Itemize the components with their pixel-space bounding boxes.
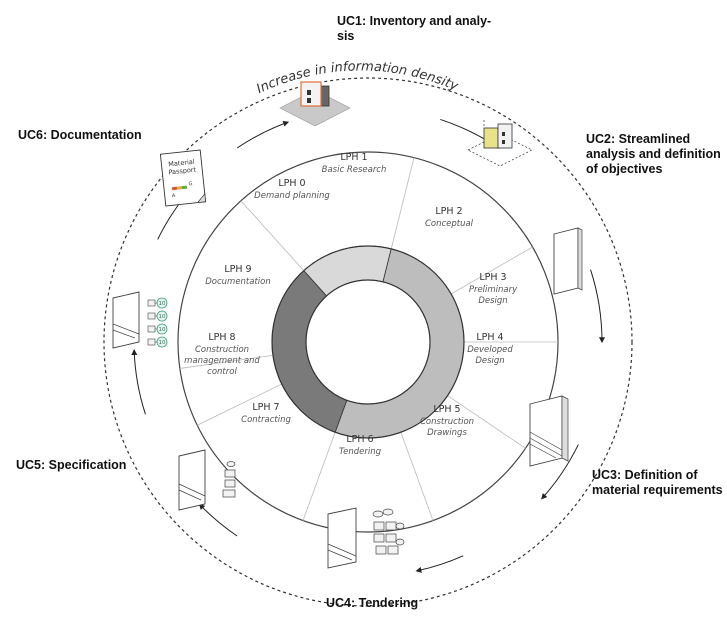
phase-separator xyxy=(387,157,415,261)
material-badge: 10 xyxy=(147,323,168,335)
phase-title-6: LPH 6 xyxy=(346,434,373,445)
yellow-building-icon xyxy=(467,120,533,167)
phase-subtitle-5: Construction xyxy=(420,417,474,427)
cycle-arrow xyxy=(541,444,579,500)
badge-text: 10 xyxy=(159,327,166,333)
wall-documentation-icon xyxy=(112,291,140,349)
uc3-label: UC3: Definition of material requirements xyxy=(592,468,723,497)
phase-separator xyxy=(179,353,285,369)
phase-separator xyxy=(240,200,313,280)
badge-text: 10 xyxy=(159,340,166,346)
passport-line1: Material xyxy=(168,158,195,169)
cycle-arrow xyxy=(236,120,290,149)
phase-separator xyxy=(302,420,340,521)
uc6-label: UC6: Documentation xyxy=(18,128,142,142)
passport-scale-g: G xyxy=(188,181,193,187)
passport-scale-a: A xyxy=(172,193,177,199)
phase-subtitle-3: Design xyxy=(478,296,507,306)
phase-title-1: LPH 1 xyxy=(340,152,367,163)
phase-subtitle-0: Demand planning xyxy=(254,191,330,201)
phase-subtitle-3: Preliminary xyxy=(469,285,518,295)
badge-text: 10 xyxy=(159,301,166,307)
phase-title-0: LPH 0 xyxy=(278,178,305,189)
phase-subtitle-5: Drawings xyxy=(427,428,467,438)
cycle-arrow xyxy=(198,503,238,537)
phase-separator xyxy=(440,246,533,301)
phase-title-9: LPH 9 xyxy=(224,264,251,275)
outer-dashed-ring xyxy=(103,77,633,607)
badge-text: 10 xyxy=(159,314,166,320)
material-badge: 10 xyxy=(147,310,168,322)
uc4-label: UC4: Tendering xyxy=(326,596,419,610)
material-passport-icon: Material Passport A G xyxy=(159,149,207,207)
wall-specification-icon xyxy=(178,449,236,511)
progress-donut xyxy=(271,245,465,439)
passport-scale-red xyxy=(171,186,178,191)
phase-separator xyxy=(437,388,526,449)
phase-subtitle-7: Contracting xyxy=(241,415,291,425)
passport-scale-yellow xyxy=(176,186,183,190)
phase-subtitle-8: management and xyxy=(184,356,260,366)
wall-with-materials-icon xyxy=(327,507,405,569)
phase-subtitle-4: Developed xyxy=(467,345,513,355)
phase-separators xyxy=(179,157,558,521)
uc5-label: UC5: Specification xyxy=(16,458,127,472)
phase-title-3: LPH 3 xyxy=(479,272,506,283)
phase-title-4: LPH 4 xyxy=(476,332,503,343)
cycle-arrow xyxy=(590,269,605,344)
phase-subtitle-9: Documentation xyxy=(205,277,271,287)
phase-title-7: LPH 7 xyxy=(252,402,279,413)
material-badge: 10 xyxy=(147,297,168,309)
phase-subtitle-6: Tendering xyxy=(339,447,382,457)
passport-line2: Passport xyxy=(168,166,197,177)
phase-subtitle-8: control xyxy=(207,367,237,377)
phase-subtitle-4: Design xyxy=(475,356,504,366)
phase-title-5: LPH 5 xyxy=(433,404,460,415)
material-badges: 10 10 10 10 xyxy=(147,297,168,348)
phase-separator xyxy=(396,420,434,521)
phase-subtitle-2: Conceptual xyxy=(425,219,474,229)
phase-title-2: LPH 2 xyxy=(435,206,462,217)
phase-title-8: LPH 8 xyxy=(208,332,235,343)
passport-scale-green xyxy=(181,185,188,190)
donut-inner xyxy=(305,279,431,405)
cycle-arrows xyxy=(131,118,605,573)
phase-subtitle-8: Construction xyxy=(195,345,249,355)
cycle-arrow xyxy=(131,348,146,415)
uc1-label: UC1: Inventory and analy- sis xyxy=(337,14,492,43)
uc2-label: UC2: Streamlined analysis and definition… xyxy=(586,132,721,176)
building-on-plot-icon xyxy=(279,81,351,127)
wall-panel-icon xyxy=(553,227,583,295)
phase-subtitle-1: Basic Research xyxy=(322,165,387,175)
phase-separator xyxy=(197,378,293,426)
donut-outer xyxy=(271,245,465,439)
orange-highlight xyxy=(300,81,322,107)
cycle-arrow xyxy=(415,555,464,573)
wall-section-icon xyxy=(529,395,569,467)
phase-labels: LPH 0 Demand planning LPH 1 Basic ResearchL… xyxy=(184,152,518,457)
material-badge: 10 xyxy=(147,336,168,348)
